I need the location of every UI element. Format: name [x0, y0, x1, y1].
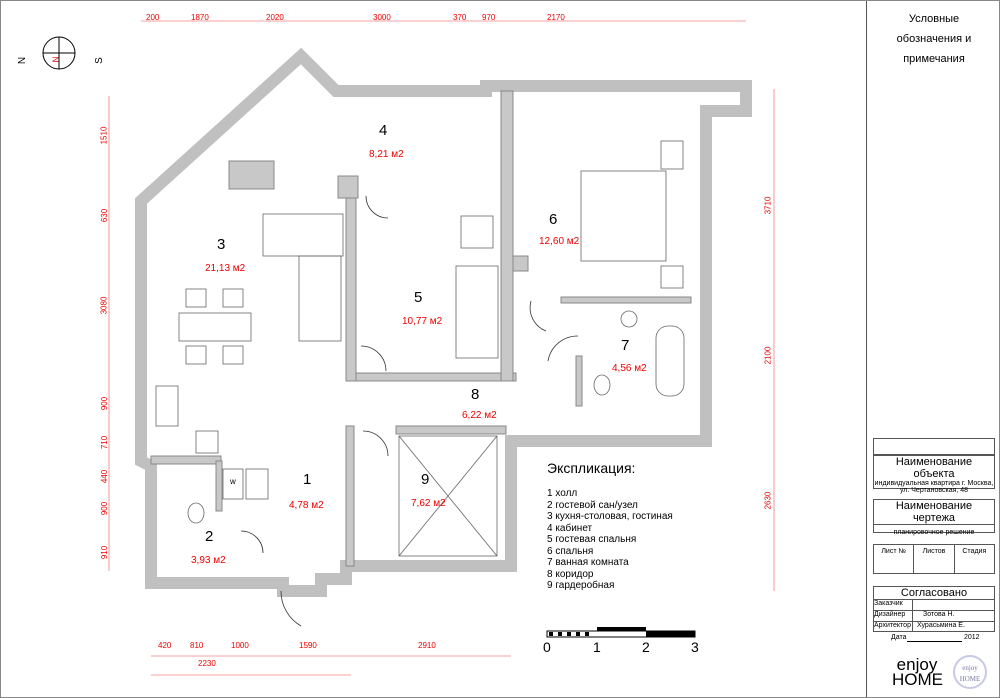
legend-item: 5 гостевая спальня: [547, 534, 637, 545]
legend-item: 9 гардеробная: [547, 580, 615, 591]
dim-left: 710: [100, 435, 110, 450]
dim-left: 900: [100, 396, 110, 411]
sofa: [262, 213, 344, 257]
legend-item: 8 коридор: [547, 568, 594, 580]
drawing-title: Наименование чертежа: [874, 500, 994, 525]
dim-top: 2020: [266, 13, 284, 22]
dim-top: 200: [146, 13, 160, 22]
bed-guest: [455, 265, 499, 359]
room-area: 8,21 м2: [369, 149, 404, 160]
dim-top: 2170: [547, 13, 565, 22]
person: Хурасьмина Е.: [917, 622, 965, 629]
room-number: 3: [217, 236, 226, 253]
room-area: 4,56 м2: [612, 363, 647, 374]
dim-right: 2100: [763, 346, 773, 365]
room-number: 2: [205, 528, 214, 545]
sofa-chaise: [298, 255, 342, 342]
title-block: Условные обозначения и примечания Наимен…: [866, 1, 999, 697]
door-swings: [240, 195, 579, 627]
stamp-logo: enjoy HOME: [953, 655, 987, 689]
legend-item: 4 кабинет: [547, 522, 593, 534]
legend-item: 2 гостевой сан/узел: [547, 499, 638, 511]
sheet-no-label: Лист №: [874, 545, 915, 573]
walls: [135, 47, 752, 597]
dim-left: 440: [100, 469, 110, 484]
dim-bottom: 1000: [231, 641, 249, 650]
year: 2012: [964, 634, 980, 641]
room-number: 4: [379, 122, 388, 139]
dim-bottom: 810: [190, 641, 204, 650]
wardrobe: [398, 435, 498, 557]
dim-left: 910: [100, 545, 110, 560]
compass-n-label: N: [17, 56, 29, 65]
enjoy-home-logo: enjoy HOME: [892, 655, 943, 689]
dim-left: 1510: [99, 126, 109, 145]
drawing-desc: планировочное решение: [893, 529, 975, 536]
scale-label: 0: [543, 639, 551, 655]
room-number: 9: [421, 471, 430, 488]
scale-label: 1: [593, 639, 601, 655]
dim-top: 3000: [373, 13, 391, 22]
person: [913, 600, 923, 610]
legend-item: 1 холл: [547, 488, 578, 499]
dim-top: 1870: [191, 13, 209, 22]
room-area: 21,13 м2: [205, 263, 246, 274]
dim-left: 3080: [99, 296, 109, 315]
role: Дизайнер: [874, 611, 913, 621]
legend-title: Экспликация:: [547, 460, 636, 476]
room-number: 7: [621, 337, 630, 354]
object-desc: индивидуальная квартира г. Москва, ул. Ч…: [874, 480, 994, 494]
notes-header: Условные обозначения и примечания: [896, 13, 972, 65]
dim-left: 630: [100, 208, 110, 223]
room-number: 8: [471, 386, 480, 403]
dim-bottom-total: 2230: [198, 659, 216, 668]
dim-bottom: 2910: [418, 641, 436, 650]
dim-top: 370: [453, 13, 467, 22]
room-area: 10,77 м2: [402, 316, 443, 327]
toilet: [593, 374, 611, 396]
legend-item: 3 кухня-столовая, гостиная: [547, 511, 673, 522]
role: Заказчик: [874, 600, 913, 610]
sink: [620, 310, 638, 328]
dim-left: 900: [100, 501, 110, 516]
room-area: 6,22 м2: [462, 410, 497, 421]
room-number: 5: [414, 289, 423, 306]
sheets-label: Листов: [914, 545, 955, 573]
date-label: Дата: [891, 634, 907, 641]
approved-label: Согласовано: [874, 587, 994, 600]
room-number: 1: [303, 471, 312, 488]
bathtub: [655, 325, 685, 397]
compass-s: S: [93, 57, 105, 64]
furniture: [155, 140, 685, 557]
room-area: 3,93 м2: [191, 555, 226, 566]
bed-master: [580, 170, 667, 262]
legend: Экспликация: 1 холл 2 гостевой сан/узел …: [547, 460, 673, 592]
legend-item: 6 спальня: [547, 545, 594, 557]
scale-label: 3: [691, 639, 699, 655]
dim-right: 2630: [763, 491, 773, 510]
compass-n: N: [51, 56, 61, 63]
person: Зотова Н.: [923, 611, 955, 618]
dim-bottom: 420: [158, 641, 172, 650]
stage-label: Стадия: [962, 548, 987, 555]
role: Архитектор: [874, 622, 913, 632]
legend-item: 7 ванная комната: [547, 557, 629, 568]
scale-bar: [546, 627, 696, 638]
dimension-lines: [108, 20, 775, 676]
dining-table: [178, 312, 252, 342]
room-area: 4,78 м2: [289, 500, 324, 511]
object-title: Наименование объекта: [895, 456, 973, 480]
washer-label: w: [230, 477, 236, 486]
dim-right: 3710: [763, 196, 773, 215]
room-area: 12,60 м2: [539, 236, 580, 247]
compass-icon: [42, 36, 76, 70]
scale-label: 2: [642, 639, 650, 655]
room-area: 7,62 м2: [411, 498, 446, 509]
room-number: 6: [549, 211, 558, 228]
dim-top: 970: [482, 13, 496, 22]
dim-bottom: 1590: [299, 641, 317, 650]
